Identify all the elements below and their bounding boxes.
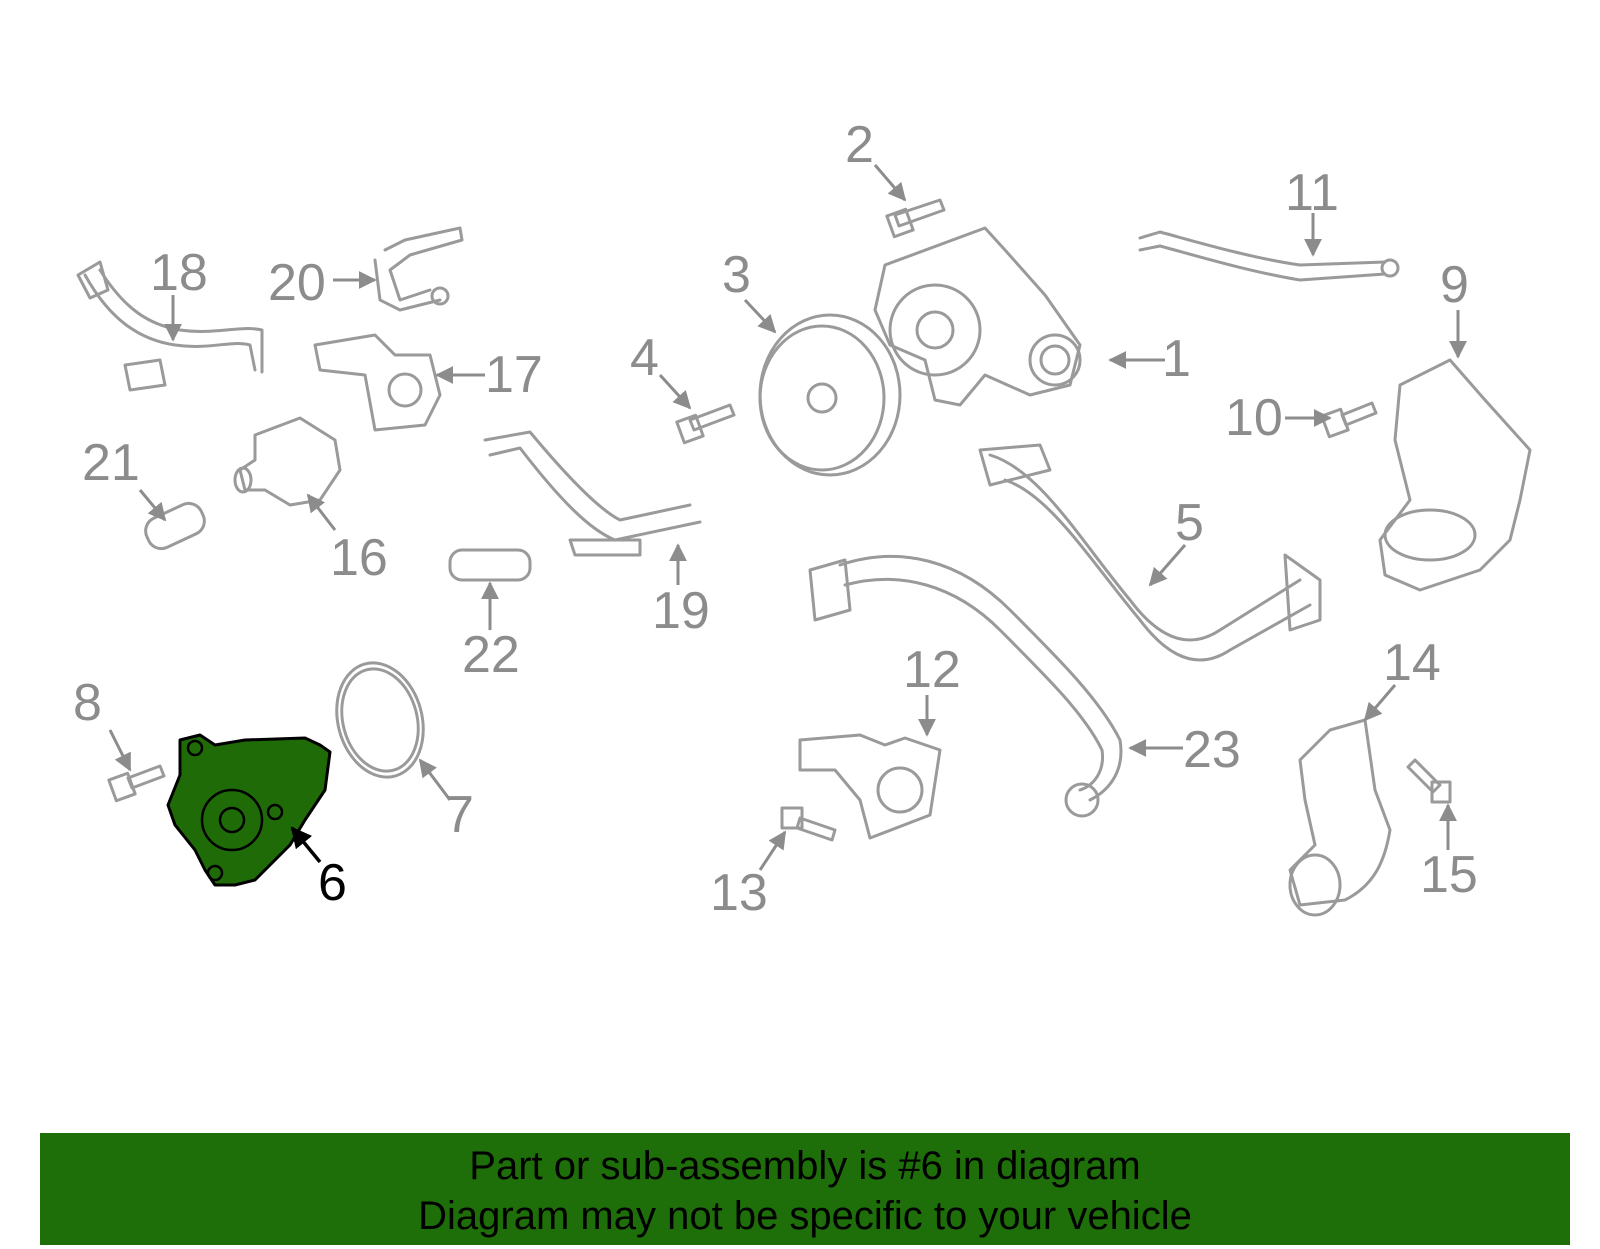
callout-10: 10 [1225, 389, 1283, 447]
part-17-bracket[interactable] [313, 333, 442, 432]
part-22-sleeve[interactable] [448, 548, 532, 582]
callout-3: 3 [722, 246, 751, 304]
callout-4: 4 [630, 329, 659, 387]
callout-2: 2 [845, 116, 874, 174]
callout-1: 1 [1162, 330, 1191, 388]
part-16-aux-pump[interactable] [233, 416, 342, 507]
part-2-bolt[interactable] [885, 198, 946, 239]
callout-11: 11 [1285, 164, 1339, 222]
part-6-thermostat-housing[interactable] [166, 733, 332, 887]
callout-labels: 1 2 3 4 5 6 7 8 9 10 11 12 13 14 15 16 1… [73, 116, 1478, 922]
callout-21: 21 [82, 434, 140, 492]
part-7-o-ring[interactable] [324, 653, 435, 787]
part-8-bolt[interactable] [107, 764, 166, 803]
callout-18: 18 [150, 244, 208, 302]
part-23-pipe[interactable] [808, 554, 1123, 818]
part-5-pipe[interactable] [978, 443, 1322, 662]
callout-23: 23 [1183, 721, 1241, 779]
part-10-bolt[interactable] [1320, 401, 1378, 439]
info-banner: Part or sub-assembly is #6 in diagram Di… [40, 1133, 1570, 1245]
callout-20: 20 [268, 254, 326, 312]
part-9-outlet-housing[interactable] [1378, 358, 1532, 592]
banner-line-2: Diagram may not be specific to your vehi… [418, 1194, 1192, 1238]
callout-13: 13 [710, 864, 768, 922]
part-15-bolt[interactable] [1406, 758, 1452, 804]
part-14-elbow[interactable] [1288, 718, 1392, 917]
banner-line-1: Part or sub-assembly is #6 in diagram [469, 1144, 1141, 1188]
part-11-pipe[interactable] [1138, 230, 1400, 282]
part-21-sleeve[interactable] [141, 499, 209, 553]
callout-9: 9 [1440, 256, 1469, 314]
part-3-pulley[interactable] [758, 313, 902, 477]
part-13-bolt[interactable] [780, 806, 837, 842]
part-19-hose[interactable] [483, 430, 702, 557]
callout-6: 6 [318, 854, 347, 912]
part-12-fitting[interactable] [798, 733, 942, 840]
callout-12: 12 [903, 641, 961, 699]
callout-5: 5 [1175, 494, 1204, 552]
parts-diagram: 1 2 3 4 5 6 7 8 9 10 11 12 13 14 15 16 1… [73, 116, 1532, 922]
part-20-hose[interactable] [373, 226, 464, 312]
leader-lines [108, 164, 1467, 871]
callout-15: 15 [1420, 846, 1478, 904]
callout-16: 16 [330, 529, 388, 587]
callout-8: 8 [73, 674, 102, 732]
callout-17: 17 [485, 346, 543, 404]
callout-14: 14 [1383, 634, 1441, 692]
part-4-bolt[interactable] [675, 403, 736, 445]
part-1-water-pump[interactable] [873, 226, 1082, 407]
callout-7: 7 [445, 786, 474, 844]
callout-19: 19 [652, 582, 710, 640]
callout-22: 22 [462, 626, 520, 684]
